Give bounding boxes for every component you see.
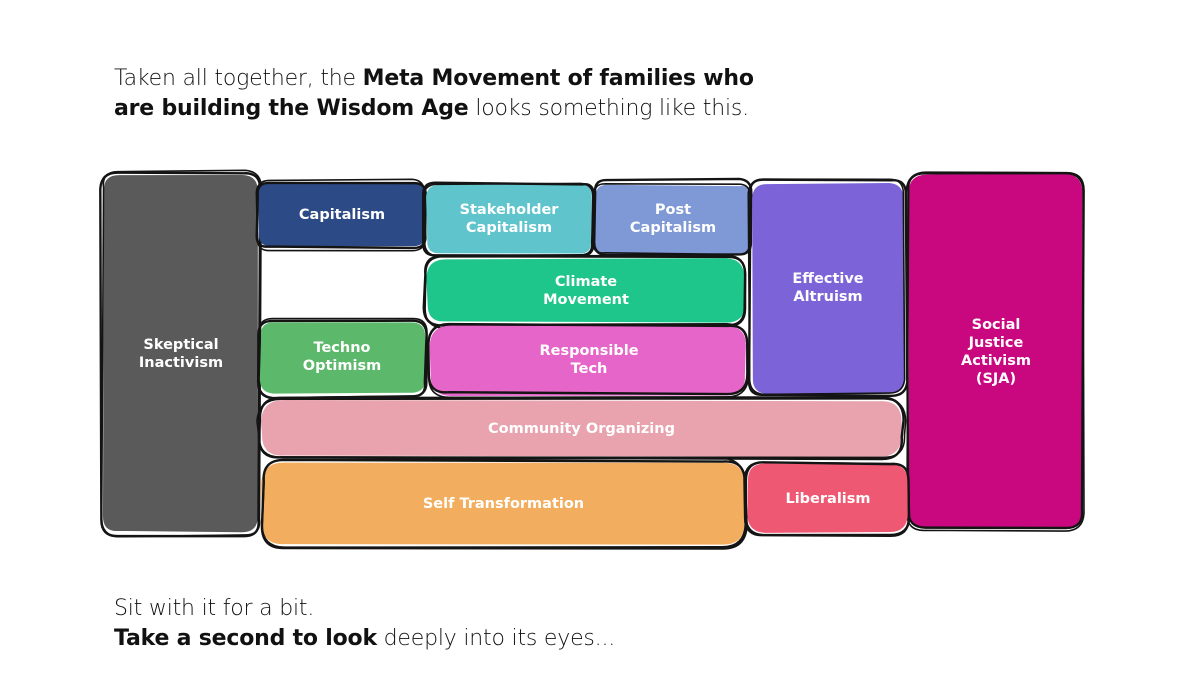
block-social-justice-activism — [905, 171, 1085, 532]
block-techno-optimism — [256, 317, 428, 400]
block-outline — [256, 398, 907, 459]
block-skeptical-inactivism — [99, 169, 263, 538]
intro-line-2: are building the Wisdom Age looks someth… — [114, 94, 874, 124]
intro-line-1-bold: Meta Movement of families who — [362, 66, 754, 91]
block-outline — [747, 178, 906, 396]
block-fill — [259, 322, 426, 394]
block-outline — [745, 461, 911, 536]
block-fill — [260, 400, 902, 457]
block-community-organizing — [256, 396, 907, 461]
outro-text: Sit with it for a bit. Take a second to … — [114, 594, 874, 654]
block-outline — [99, 171, 262, 538]
block-effective-altruism — [747, 178, 909, 397]
block-fill — [747, 463, 908, 533]
block-outline — [257, 317, 428, 399]
intro-line-2-bold: are building the Wisdom Age — [114, 96, 469, 121]
outro-line-2-bold: Take a second to look — [114, 626, 377, 651]
block-fill — [261, 462, 746, 545]
block-outline — [261, 457, 747, 548]
block-fill — [426, 258, 746, 323]
block-stakeholder-capitalism — [421, 181, 595, 257]
block-self-transformation — [260, 457, 748, 550]
intro-line-1-regular: Taken all together, the — [114, 66, 363, 91]
block-fill — [752, 182, 905, 395]
block-fill — [258, 182, 426, 247]
outro-line-1: Sit with it for a bit. — [114, 596, 315, 621]
block-outline — [255, 178, 427, 252]
block-fill — [595, 184, 753, 256]
block-liberalism — [743, 461, 911, 538]
block-outline — [906, 172, 1085, 532]
block-capitalism — [255, 178, 427, 252]
block-fill — [429, 325, 746, 397]
block-climate-movement — [422, 254, 747, 330]
intro-line-2-regular: looks something like this. — [468, 96, 749, 121]
block-fill — [908, 173, 1083, 528]
block-post-capitalism — [592, 177, 753, 257]
block-outline — [100, 169, 263, 538]
block-responsible-tech — [427, 322, 750, 399]
block-fill — [426, 183, 592, 254]
intro-line-1: Taken all together, the Meta Movement of… — [114, 64, 874, 94]
block-outline — [422, 182, 594, 257]
outro-line-2: Take a second to look deeply into its ey… — [114, 624, 874, 654]
intro-text: Taken all together, the Meta Movement of… — [114, 64, 874, 124]
block-fill — [102, 175, 258, 533]
block-outline — [257, 396, 905, 461]
block-outline — [747, 178, 909, 397]
outro-line-2-regular: deeply into its eyes... — [376, 626, 616, 651]
block-outline — [905, 171, 1085, 530]
